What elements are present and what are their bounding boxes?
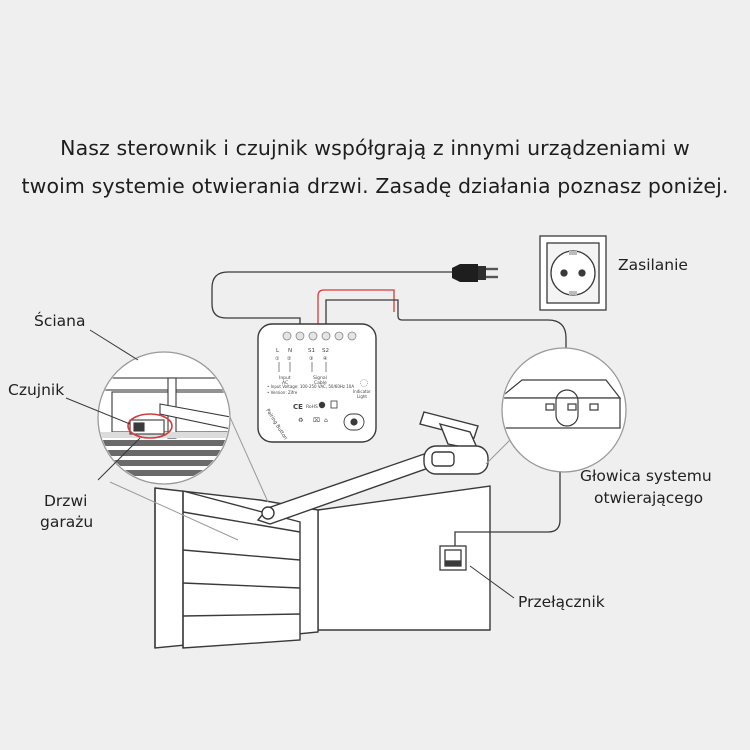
spec-line-1: • Input Voltage: 100-250 VAC, 50/60Hz 10… bbox=[267, 384, 354, 389]
terminal-block bbox=[282, 331, 357, 341]
label-switch: Przełącznik bbox=[518, 593, 605, 611]
wall-switch-icon bbox=[439, 545, 467, 571]
label-garage-door-line-1: Drzwi bbox=[44, 492, 88, 510]
spec-line-2: • Version: Zifre bbox=[267, 390, 298, 395]
indicator-sub-label: Light bbox=[357, 394, 367, 399]
label-wall: Ściana bbox=[34, 312, 86, 330]
input-sub-label: AC bbox=[282, 380, 288, 386]
rohs-mark: RoHS bbox=[306, 404, 318, 410]
terminal-number: ③ bbox=[309, 356, 313, 362]
pairing-button[interactable] bbox=[343, 413, 365, 431]
plug-icon bbox=[452, 264, 498, 282]
terminal-label: L bbox=[276, 348, 280, 354]
indicator-light-icon bbox=[360, 379, 368, 387]
ce-mark: CE bbox=[293, 403, 303, 411]
terminal-number: ④ bbox=[323, 356, 328, 362]
heading-line-2: twoim systemie otwierania drzwi. Zasadę … bbox=[21, 174, 729, 198]
socket-icon bbox=[539, 235, 607, 311]
cert-icon bbox=[318, 401, 326, 409]
label-garage-door-line-2: garażu bbox=[40, 513, 94, 531]
sensor-zoom-circle bbox=[97, 351, 269, 541]
home-icon: ⌂ bbox=[324, 417, 328, 424]
heading-line-1: Nasz sterownik i czujnik współgrają z in… bbox=[60, 136, 690, 160]
terminal-label: S1 bbox=[308, 348, 315, 354]
controller-module: L N S1 S2 ① ② ③ ④ Input AC Signal Cable … bbox=[257, 323, 377, 443]
opener-zoom-circle bbox=[485, 347, 627, 473]
sensor-highlight-ring bbox=[127, 413, 173, 439]
cert-icon bbox=[330, 400, 338, 409]
terminal-label: S2 bbox=[322, 348, 329, 354]
opener-unit bbox=[419, 411, 489, 475]
label-power: Zasilanie bbox=[618, 256, 688, 274]
label-opener-head-line-1: Głowica systemu bbox=[580, 467, 712, 485]
signal-label: Signal bbox=[313, 375, 327, 381]
label-opener-head-line-2: otwierającego bbox=[594, 489, 704, 507]
recycle-icon: ♻ bbox=[298, 417, 303, 424]
terminal-number: ② bbox=[287, 356, 292, 362]
terminal-label: N bbox=[288, 348, 292, 354]
bin-icon: ⌧ bbox=[313, 417, 320, 424]
garage-building bbox=[154, 485, 491, 649]
terminal-number: ① bbox=[275, 356, 280, 362]
indicator-label: Indicator bbox=[353, 389, 371, 394]
label-sensor: Czujnik bbox=[8, 381, 65, 399]
signal-sub-label: Cable bbox=[314, 380, 327, 386]
input-label: Input bbox=[279, 375, 291, 381]
leader-lines bbox=[65, 329, 515, 599]
